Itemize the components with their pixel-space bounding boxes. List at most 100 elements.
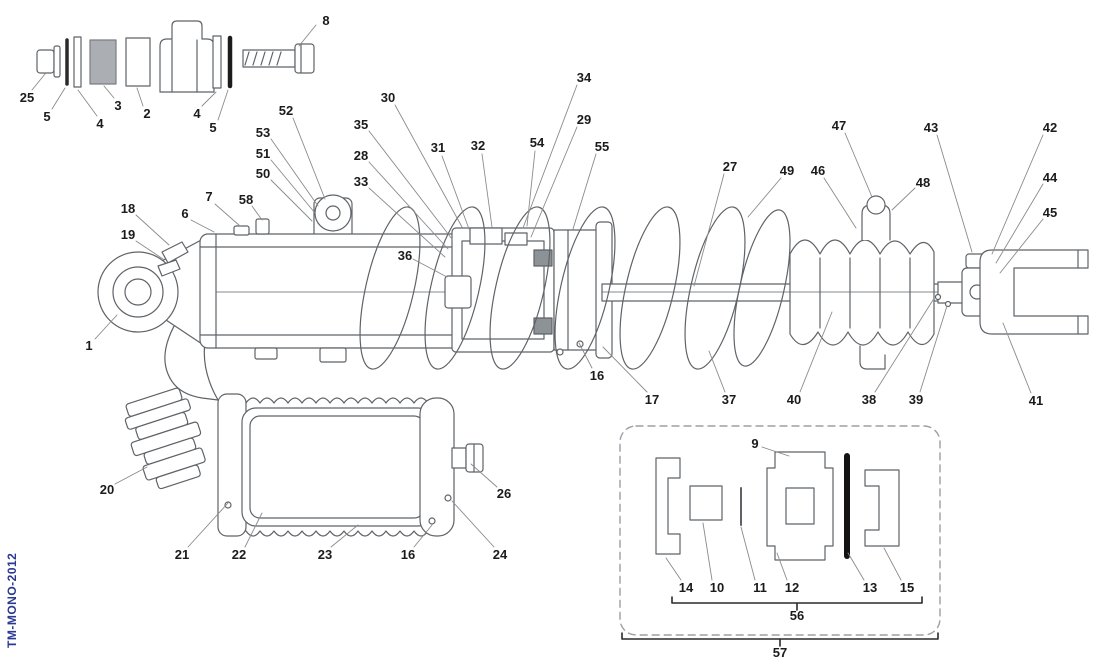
part-label-53: 53 [256,125,270,140]
piston-band [689,485,723,521]
reservoir-screw [428,517,436,525]
leader-line-22 [244,512,263,548]
part-label-42: 42 [1043,120,1057,135]
body-end-cap [553,229,603,351]
part-label-23: 23 [318,547,332,562]
leader-line-24 [451,500,495,548]
part-label-39: 39 [909,392,923,407]
leader-line-15 [883,547,902,581]
leader-line-20 [114,466,148,485]
coil-spring [359,206,791,370]
part-label-52: 52 [279,103,293,118]
leader-line-3 [103,85,115,99]
leader-line-55 [572,153,597,230]
leader-line-53 [270,138,319,207]
seal-upper [533,249,553,267]
spring-coil [619,206,681,370]
part-label-38: 38 [862,392,876,407]
part-label-1: 1 [85,338,92,353]
reservoir-screw [224,501,232,509]
leader-line-4 [77,89,98,117]
part-label-29: 29 [577,112,591,127]
leader-line-12 [776,552,788,581]
bleed-screw [255,218,270,235]
leader-line-10 [702,522,713,581]
spacer [125,37,151,87]
leader-line-21 [187,502,229,548]
detail-inset-group [619,425,941,647]
part-label-34: 34 [577,70,592,85]
clamp-boss [254,347,278,360]
leader-line-48 [891,187,916,211]
leader-line-40 [799,311,833,393]
lower-hook [859,345,886,370]
part-label-9: 9 [751,436,758,451]
leader-line-51 [270,159,316,214]
part-label-33: 33 [354,174,368,189]
seal-lower [533,317,553,335]
leader-line-6 [190,219,215,233]
leader-line-9 [761,446,790,457]
compression-adjuster-stack [124,387,206,490]
part-label-12: 12 [785,580,799,595]
leader-line-46 [823,177,857,229]
preload-adjuster-casting [789,195,935,370]
bolt-thread [252,51,258,66]
mount-bolt [242,43,315,74]
watermark-code: TM-MONO-2012 [5,553,19,648]
bolt-thread [260,51,266,66]
part-label-24: 24 [493,547,508,562]
adjuster-rib [155,464,201,490]
clamp-boss [319,347,347,363]
bracket-56 [671,596,923,611]
top-fitting [233,225,250,236]
leader-line-25 [31,73,46,91]
leader-line-44 [995,183,1044,264]
leader-line-54 [526,150,536,227]
leader-line-16 [578,342,593,369]
leader-line-41 [1002,322,1032,394]
clevis-fork-group [934,249,1089,335]
leader-line-50 [270,179,313,222]
leader-line-43 [936,134,973,253]
leader-line-28 [368,161,449,250]
leader-line-27 [693,173,725,287]
leader-line-26 [470,463,498,488]
part-label-51: 51 [256,146,270,161]
leader-line-52 [292,117,326,200]
part-label-36: 36 [398,248,412,263]
leader-line-47 [844,132,873,198]
end-cup [864,469,900,547]
leader-line-7 [214,203,241,227]
part-label-47: 47 [832,118,846,133]
clevis-fork [979,249,1089,335]
part-label-55: 55 [595,139,609,154]
leader-line-32 [481,153,493,228]
shaft-end-collar [937,281,965,304]
part-label-35: 35 [354,117,368,132]
leader-line-16 [413,524,433,548]
head-cap-small [504,232,528,246]
part-label-15: 15 [900,580,914,595]
leader-line-49 [747,177,782,218]
part-label-43: 43 [924,120,938,135]
spring-coil [359,206,421,370]
bushing-gray [89,39,117,85]
part-label-44: 44 [1043,170,1058,185]
leader-line-31 [441,155,470,230]
part-label-19: 19 [121,227,135,242]
seat-screw [556,348,564,356]
piston-window [785,487,815,525]
leader-line-38 [874,299,934,393]
dust-cap [159,20,215,93]
bolt-thread [268,51,274,66]
part-label-41: 41 [1029,393,1043,408]
part-label-49: 49 [780,163,794,178]
tower-eyelet-bore [325,205,341,221]
part-label-4: 4 [96,116,104,131]
part-label-10: 10 [710,580,724,595]
bracket-tab [161,241,189,264]
part-label-57: 57 [773,645,787,660]
